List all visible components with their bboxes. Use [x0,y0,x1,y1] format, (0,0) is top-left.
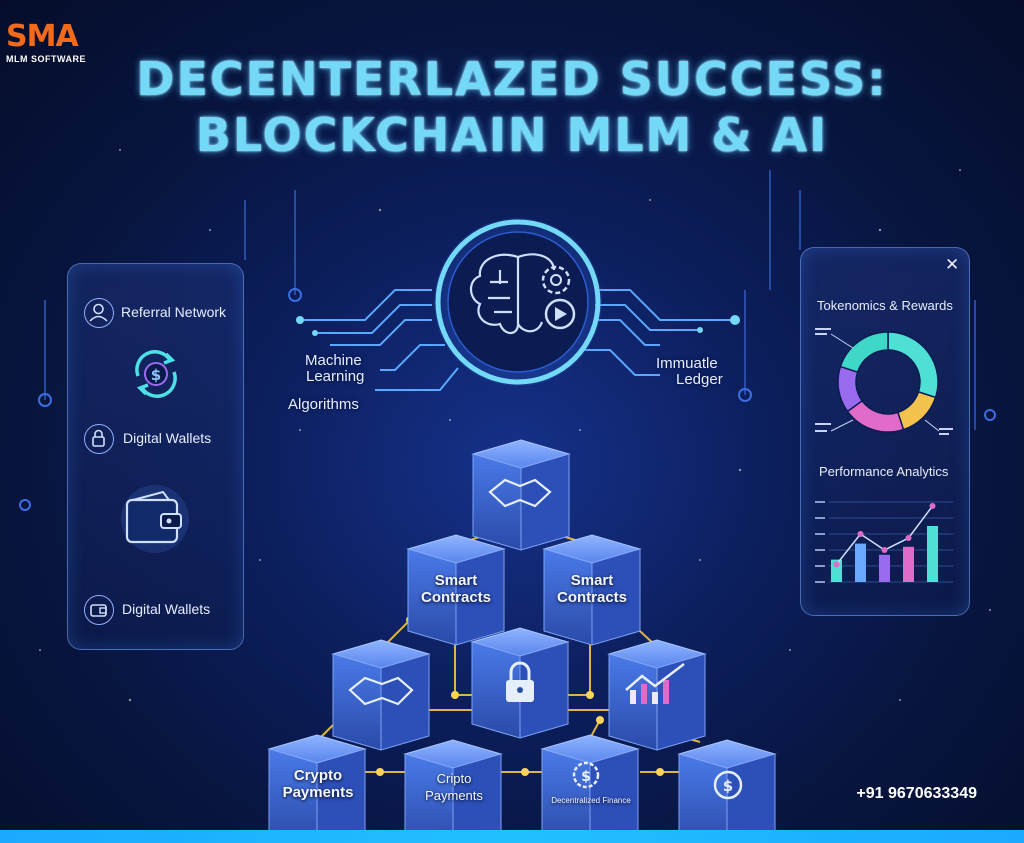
wallet-small-icon [84,595,114,625]
handshake-cube [331,639,431,751]
handshake-icon [488,478,552,508]
left-feature-panel: Referral Network $ Digital Wallets [67,263,244,650]
trend-point [833,561,840,568]
ai-brain-hub [428,212,608,392]
logo-mark: SMA [6,19,79,54]
label-ledger: Ledger [676,371,723,388]
digital-wallets-label-1: Digital Wallets [123,430,212,446]
close-icon[interactable]: ✕ [945,255,960,274]
svg-text:$: $ [723,777,733,795]
cube-label-line: Smart [570,572,614,589]
performance-bar-chart [815,501,953,583]
smart-contracts-cube-2: Smart Contracts [544,572,640,606]
crypto-payments-cube-2: Cripto Payments [406,770,502,804]
label-machine: Machine [305,352,362,369]
defi-cube [540,734,640,843]
contact-phone: +91 9670633349 [856,785,977,802]
cube-label-line: Smart [434,572,478,589]
trend-point [881,547,888,553]
cube-label-line: Crypto [293,767,343,784]
bar [855,543,866,582]
lock-icon [84,424,114,454]
smart-contracts-cube [406,534,506,646]
label-algorithms: Algorithms [288,396,359,413]
smart-contracts-cube [542,534,642,646]
cube-label-line: Contracts [420,589,491,606]
decentralized-finance-cube: Decentralized Finance [551,796,631,805]
bar [927,526,938,582]
cube-label-line: Payments [282,784,354,801]
crypto-payments-cube-1: Crypto Payments [268,767,368,801]
crypto-payments-cube [267,734,367,843]
handshake-cube [471,439,571,551]
handshake-icon-2 [348,676,414,706]
cube-label-line: Cripto [436,771,472,786]
bar [831,559,842,582]
bar [879,554,890,582]
tokenomics-title: Tokenomics & Rewards [817,298,953,313]
smart-contracts-cube-1: Smart Contracts [408,572,504,606]
trend-point [929,503,936,509]
title-line-1: DECENTERLAZED SUCCESS: [136,52,888,106]
logo-subtitle: MLM SOFTWARE [6,54,86,64]
right-analytics-panel: ✕ Tokenomics & Rewards Performance Analy… [800,247,970,616]
label-learning: Learning [306,368,365,385]
title-line-2: BLOCKCHAIN MLM & AI [195,108,829,162]
crypto-payments-cube [403,739,503,843]
wallet-icon [113,484,198,554]
trend-point [905,535,912,541]
growth-chart-icon [625,663,685,704]
trend-point [857,531,864,537]
svg-text:$: $ [581,769,591,785]
referral-network-label: Referral Network [121,304,227,320]
donut-slice [839,331,889,374]
svg-text:$: $ [151,366,161,384]
dollar-cycle-icon: $ [126,344,186,404]
padlock-icon [506,661,534,702]
brand-logo: SMA MLM SOFTWARE [6,19,126,65]
label-immuatle: Immuatle [656,355,718,372]
footer-bar [0,830,1024,843]
dollar-gear-icon: $ [572,761,600,789]
tokenomics-donut-chart [815,328,953,435]
digital-wallets-label-2: Digital Wallets [122,601,211,617]
user-circle-icon [84,298,114,328]
cube-label-line: Payments [425,788,483,803]
cube-label-line: Contracts [556,589,627,606]
bar [903,546,914,582]
lock-cube [470,627,570,739]
analytics-title: Performance Analytics [819,464,949,479]
dollar-coin-icon: $ [713,770,743,800]
